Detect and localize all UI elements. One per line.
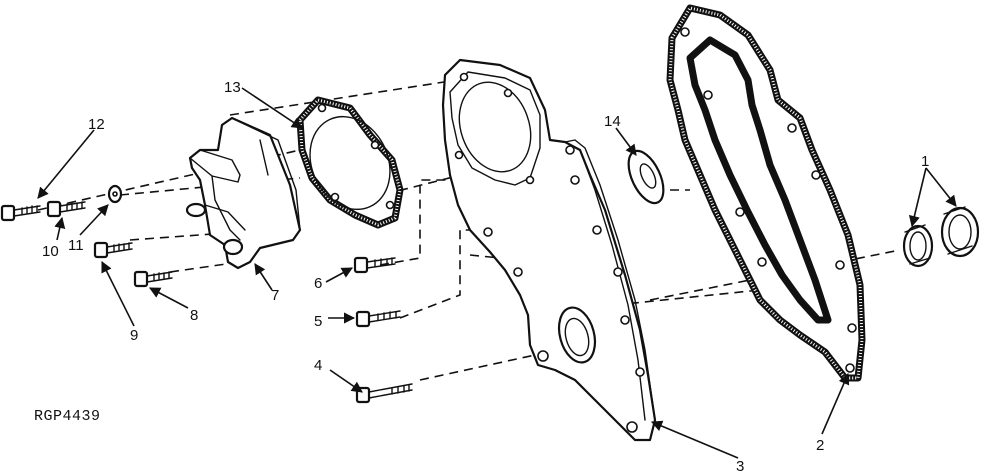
callout-9: 9 (130, 327, 138, 344)
callout-10: 10 (42, 243, 59, 260)
callout-2: 2 (816, 437, 824, 454)
callout-13: 13 (224, 79, 241, 96)
water-pump-housing (185, 116, 302, 270)
callout-12: 12 (88, 116, 105, 133)
figure-reference-code: RGP4439 (34, 408, 101, 425)
wear-sleeves (902, 206, 980, 268)
cap-screw-10 (46, 200, 86, 218)
cap-screw-5 (355, 310, 401, 328)
callout-labels: 1 2 3 4 5 6 7 8 9 10 11 12 13 14 (42, 79, 929, 473)
callout-5: 5 (314, 313, 322, 330)
timing-cover-gasket (666, 4, 866, 382)
bolts (0, 184, 413, 404)
callout-8: 8 (190, 307, 198, 324)
callout-6: 6 (314, 275, 322, 292)
callout-1: 1 (921, 153, 929, 170)
washer-11 (107, 184, 123, 204)
cap-screw-9 (93, 241, 133, 259)
water-pump-gasket (296, 96, 404, 229)
cap-screw-8 (133, 270, 173, 288)
callout-3: 3 (736, 458, 744, 473)
timing-gear-cover (441, 58, 657, 442)
callout-14: 14 (604, 113, 621, 130)
cap-screw-12 (0, 204, 41, 222)
callout-4: 4 (314, 357, 322, 374)
cap-screw-4 (355, 383, 413, 404)
callout-7: 7 (271, 287, 279, 304)
cap-screw-6 (353, 256, 396, 274)
callout-11: 11 (68, 237, 84, 254)
leader-lines (37, 87, 957, 459)
oil-seal (627, 149, 665, 205)
